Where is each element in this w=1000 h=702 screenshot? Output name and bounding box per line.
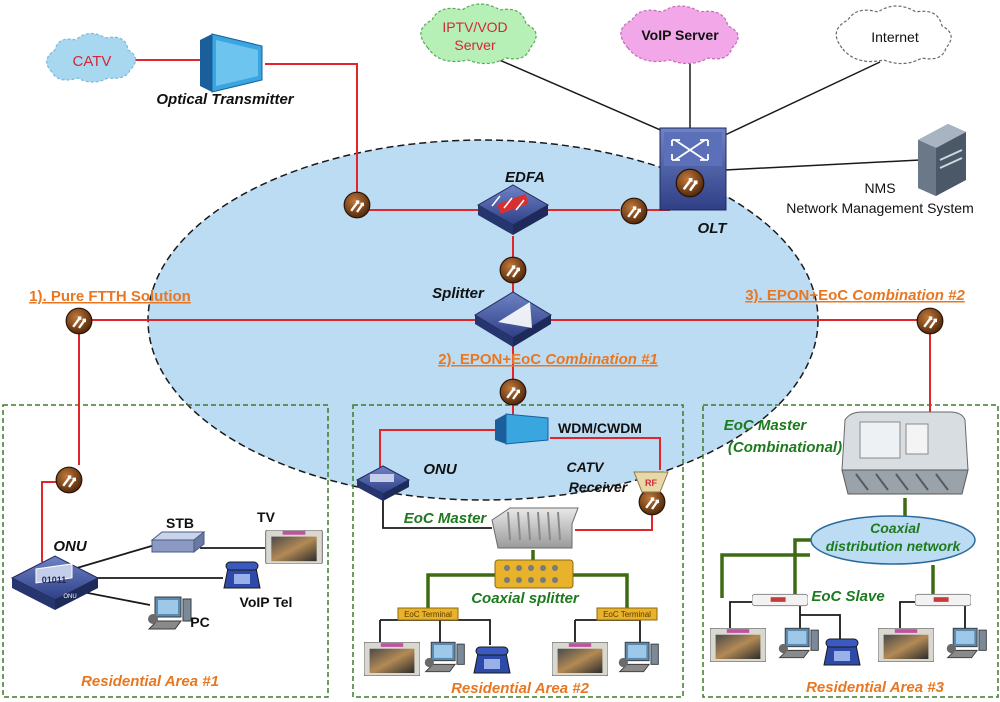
- coupler-catv-receiver: [638, 488, 666, 516]
- coaxial-splitter-device: [494, 559, 574, 589]
- area3-title: Residential Area #3: [806, 679, 944, 696]
- edfa-label: EDFA: [505, 169, 545, 186]
- eoc-slave-label: EoC Slave: [811, 588, 884, 605]
- area2-eoc-master-label: EoC Master: [404, 510, 488, 527]
- area3-tv-right-icon: [878, 628, 934, 662]
- voip-server-cloud: VoIP Server: [620, 5, 739, 65]
- optical-transmitter-label: Optical Transmitter: [156, 91, 294, 108]
- olt-coupler: [675, 168, 705, 198]
- coax-network-line1: Coaxial: [870, 520, 921, 536]
- iptv-cloud: IPTV/VOD Server: [420, 3, 537, 65]
- residential-area-1-box: [2, 404, 329, 698]
- olt-label: OLT: [698, 220, 729, 237]
- coax-links: [426, 498, 935, 612]
- area3-eoc-master-line2: (Combinational): [728, 439, 842, 456]
- stb-label: STB: [166, 515, 194, 531]
- coax-network-line2: distribution network: [826, 538, 962, 554]
- coaxial-splitter-label: Coaxial splitter: [471, 590, 580, 607]
- residential-area-3-box: [702, 404, 999, 698]
- nms-label-line2: Network Management System: [786, 200, 974, 216]
- area1-tv-icon: [265, 530, 323, 564]
- area1-onu-label: ONU: [53, 538, 88, 555]
- combo1-prefix: 2). EPON+EoC: [438, 351, 545, 368]
- combo2-italic: Combination #2: [852, 287, 965, 304]
- splitter-label: Splitter: [432, 285, 485, 302]
- catv-receiver-line2: Receiver: [569, 479, 629, 495]
- wdm-label: WDM/CWDM: [558, 420, 642, 436]
- catv-cloud: CATV: [46, 32, 137, 83]
- area2-pc-right-icon: [618, 641, 659, 673]
- area2-phone-icon: [473, 646, 511, 674]
- coupler-edfa-olt: [620, 197, 648, 225]
- area3-eoc-master-line1: EoC Master: [724, 417, 808, 434]
- area3-tv-left-icon: [710, 628, 766, 662]
- wdm-device: [495, 413, 549, 445]
- coupler-ftth-branch: [65, 307, 93, 335]
- eoc-terminal-right-label: EoC Terminal: [603, 610, 651, 619]
- area1-onu-device: 01011 ONU: [10, 555, 100, 610]
- area2-title: Residential Area #2: [451, 680, 589, 697]
- nms-label-line1: NMS: [864, 180, 895, 196]
- iptv-label-line1: IPTV/VOD: [442, 19, 507, 35]
- eoc-slave-right-device: [915, 593, 971, 607]
- area2-tv-left-icon: [364, 642, 420, 676]
- internet-cloud: Internet: [835, 5, 952, 65]
- area3-pc-left-icon: [778, 627, 819, 659]
- edfa-device: [476, 184, 550, 235]
- tv-label: TV: [257, 509, 276, 525]
- area3-eoc-master-cabinet: [841, 411, 969, 495]
- catv-receiver-line1: CATV: [566, 459, 605, 475]
- area3-phone-icon: [823, 638, 861, 666]
- pure-ftth-solution-label: 1). Pure FTTH Solution: [29, 288, 191, 305]
- residential-area-2-box: [352, 404, 684, 698]
- rf-label: RF: [645, 478, 657, 488]
- area2-onu-device: [355, 465, 411, 501]
- nms-server-icon: [918, 124, 966, 196]
- eoc-terminal-left-device: [397, 607, 459, 621]
- area2-onu-label: ONU: [423, 461, 458, 478]
- splitter-device: [474, 291, 552, 347]
- voip-tel-label: VoIP Tel: [240, 594, 293, 610]
- area1-onu-device-sub: ONU: [63, 594, 76, 600]
- coaxial-distribution-network: [810, 515, 976, 565]
- area2-tv-right-icon: [552, 642, 608, 676]
- area3-pc-right-icon: [946, 627, 987, 659]
- area2-pc-left-icon: [424, 641, 465, 673]
- pc-label: PC: [190, 614, 209, 630]
- eoc-terminal-right-device: [596, 607, 658, 621]
- area1-title: Residential Area #1: [81, 673, 219, 690]
- combo1-label: 2). EPON+EoC Combination #1: [438, 351, 658, 368]
- combo2-label: 3). EPON+EoC Combination #2: [745, 287, 965, 304]
- iptv-label-line2: Server: [454, 37, 496, 53]
- eoc-slave-left-device: [752, 593, 808, 607]
- coupler-edfa-splitter: [499, 256, 527, 284]
- coupler-combo2-branch: [916, 307, 944, 335]
- voip-server-label: VoIP Server: [641, 27, 719, 43]
- optical-transmitter-device: [200, 33, 263, 93]
- area1-onu-device-text: 01011: [42, 575, 67, 585]
- area2-eoc-master-device: [491, 507, 579, 549]
- stb-device: [150, 530, 206, 554]
- fiber-links: [41, 59, 931, 562]
- coupler-area1-onu: [55, 466, 83, 494]
- area1-pc-icon: [147, 596, 192, 630]
- rf-receiver-device: [633, 471, 669, 493]
- ip-links: [487, 54, 921, 171]
- combo2-prefix: 3). EPON+EoC: [745, 287, 852, 304]
- combo1-italic: Combination #1: [545, 351, 658, 368]
- coupler-combo1-branch: [499, 378, 527, 406]
- internet-label: Internet: [871, 29, 919, 45]
- coupler-transmitter: [343, 191, 371, 219]
- catv-label: CATV: [73, 53, 112, 70]
- eoc-terminal-left-label: EoC Terminal: [404, 610, 452, 619]
- area1-voip-phone-icon: [223, 561, 261, 589]
